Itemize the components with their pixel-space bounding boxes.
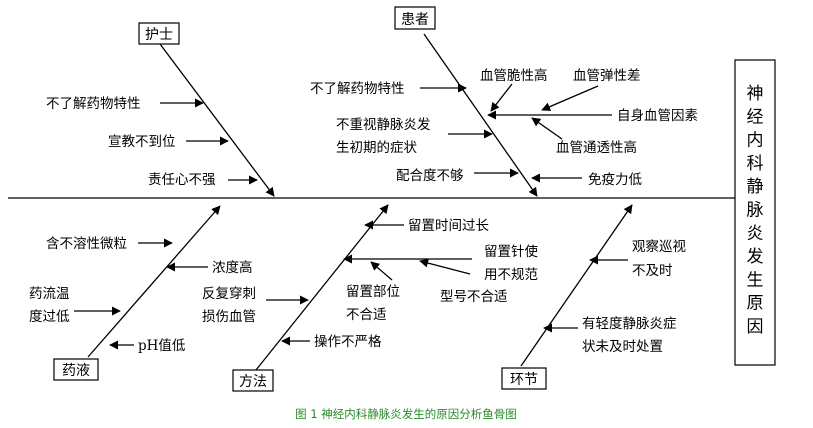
category-box-nurse bbox=[138, 22, 180, 45]
category-link: 环节 bbox=[510, 372, 538, 388]
effect-char: 原 bbox=[747, 294, 764, 314]
cause-patient-cooperation: 配合度不够 bbox=[396, 168, 464, 184]
arrow-patient-elastic bbox=[541, 85, 599, 111]
cause-patient-immune: 免疫力低 bbox=[588, 172, 642, 188]
effect-char: 神 bbox=[747, 84, 764, 104]
cause-nurse-responsibility: 责任心不强 bbox=[148, 172, 216, 188]
bone-link bbox=[520, 204, 633, 367]
cause-patient-fragile: 血管脆性高 bbox=[480, 67, 548, 84]
category-box-patient bbox=[394, 6, 436, 30]
arrow-method-needle-branch bbox=[419, 258, 471, 275]
category-box-fluid bbox=[53, 358, 99, 381]
cause-method-site-2: 不合适 bbox=[346, 307, 387, 323]
cause-fluid-temperature-2: 度过低 bbox=[29, 309, 70, 325]
figure-caption: 图 1 神经内科静脉炎发生的原因分析鱼骨图 bbox=[295, 407, 517, 421]
category-patient: 患者 bbox=[401, 12, 429, 28]
cause-patient-drug: 不了解药物特性 bbox=[310, 81, 405, 97]
cause-patient-permeable: 血管通透性高 bbox=[556, 139, 637, 156]
effect-box bbox=[734, 59, 776, 366]
effect-char: 炎 bbox=[747, 224, 764, 244]
cause-patient-vessel: 自身血管因素 bbox=[617, 108, 698, 124]
bone-fluid bbox=[87, 205, 221, 358]
cause-link-handle-2: 状未及时处置 bbox=[582, 339, 663, 355]
cause-method-needle-1: 留置针使 bbox=[484, 243, 538, 260]
category-box-link bbox=[501, 367, 547, 390]
effect-char: 经 bbox=[747, 107, 764, 127]
arrow-patient-permeable bbox=[531, 117, 563, 140]
cause-nurse-drug: 不了解药物特性 bbox=[46, 96, 141, 112]
cause-patient-elastic: 血管弹性差 bbox=[573, 68, 641, 84]
effect-char: 脉 bbox=[747, 201, 764, 221]
cause-method-duration: 留置时间过长 bbox=[408, 218, 489, 234]
cause-fluid-insoluble: 含不溶性微粒 bbox=[46, 236, 127, 252]
cause-fluid-ph: pH值低 bbox=[138, 338, 186, 354]
cause-method-operation: 操作不严格 bbox=[314, 334, 382, 350]
category-nurse: 护士 bbox=[145, 27, 173, 43]
category-box-method bbox=[232, 369, 274, 392]
cause-link-handle-1: 有轻度静脉炎症 bbox=[582, 316, 677, 332]
effect-char: 科 bbox=[747, 154, 764, 174]
cause-fluid-puncture-1: 反复穿刺 bbox=[202, 285, 256, 302]
cause-patient-neglect-1: 不重视静脉炎发 bbox=[336, 117, 431, 133]
arrow-method-site bbox=[370, 261, 393, 281]
cause-link-observe-1: 观察巡视 bbox=[632, 238, 686, 255]
cause-link-observe-2: 不及时 bbox=[632, 263, 673, 279]
cause-method-needle-2: 用不规范 bbox=[484, 267, 538, 283]
effect-char: 内 bbox=[747, 131, 764, 151]
cause-nurse-education: 宣教不到位 bbox=[108, 134, 176, 150]
bone-nurse bbox=[159, 43, 275, 197]
cause-fluid-temperature-1: 药流温 bbox=[29, 286, 70, 302]
category-method: 方法 bbox=[239, 374, 267, 390]
cause-patient-neglect-2: 生初期的症状 bbox=[336, 139, 417, 156]
category-fluid: 药液 bbox=[62, 363, 90, 379]
effect-char: 因 bbox=[747, 317, 764, 337]
cause-method-site-1: 留置部位 bbox=[346, 284, 400, 300]
effect-char: 发 bbox=[747, 247, 764, 267]
cause-fluid-concentration: 浓度高 bbox=[212, 259, 253, 276]
bone-method bbox=[255, 204, 389, 371]
effect-char: 生 bbox=[747, 270, 764, 290]
cause-method-needle-3: 型号不合适 bbox=[440, 289, 508, 305]
cause-fluid-puncture-2: 损伤血管 bbox=[202, 309, 256, 325]
arrow-patient-fragile bbox=[490, 83, 513, 112]
effect-char: 静 bbox=[747, 177, 764, 197]
